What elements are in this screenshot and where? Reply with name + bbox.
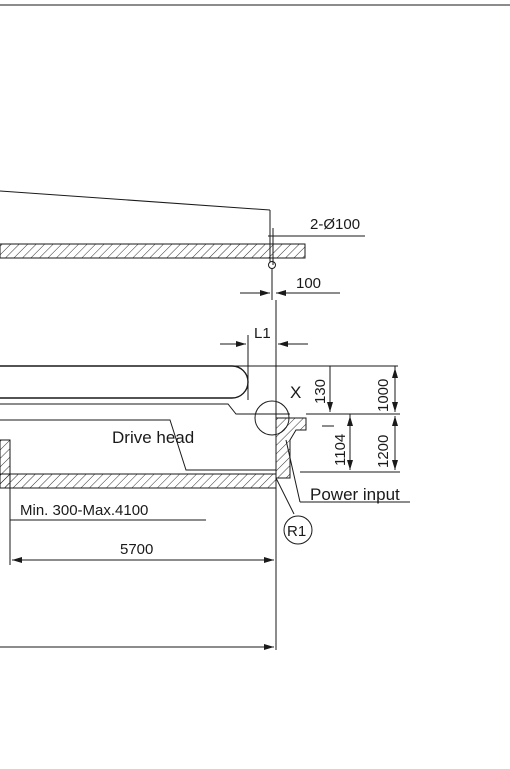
drive-head-bracket — [275, 417, 307, 479]
drive-head-label: Drive head — [112, 428, 194, 447]
span-5700-dimension: 5700 — [120, 541, 153, 558]
upper-support-beam — [0, 243, 306, 259]
conveyor-belt — [0, 365, 249, 399]
bolt-hole-icon — [268, 261, 276, 269]
offset-dimension: 100 — [296, 275, 321, 292]
detail-x-label: X — [290, 383, 301, 402]
dim-1104: 1104 — [332, 434, 349, 466]
upper-slope-line — [0, 190, 271, 211]
dim-1000: 1000 — [375, 379, 392, 412]
min-max-span-dimension: Min. 300-Max.4100 — [20, 502, 148, 519]
r1-callout-circle — [283, 515, 313, 545]
power-input-label: Power input — [310, 485, 400, 504]
dim-130: 130 — [312, 379, 329, 404]
dim-1200: 1200 — [375, 435, 392, 468]
r1-label: R1 — [287, 523, 306, 540]
detail-x-circle — [254, 400, 290, 436]
l1-dimension: L1 — [254, 325, 271, 342]
bolt-hole-dimension: 2-Ø100 — [310, 216, 360, 233]
lower-floor — [0, 473, 277, 489]
